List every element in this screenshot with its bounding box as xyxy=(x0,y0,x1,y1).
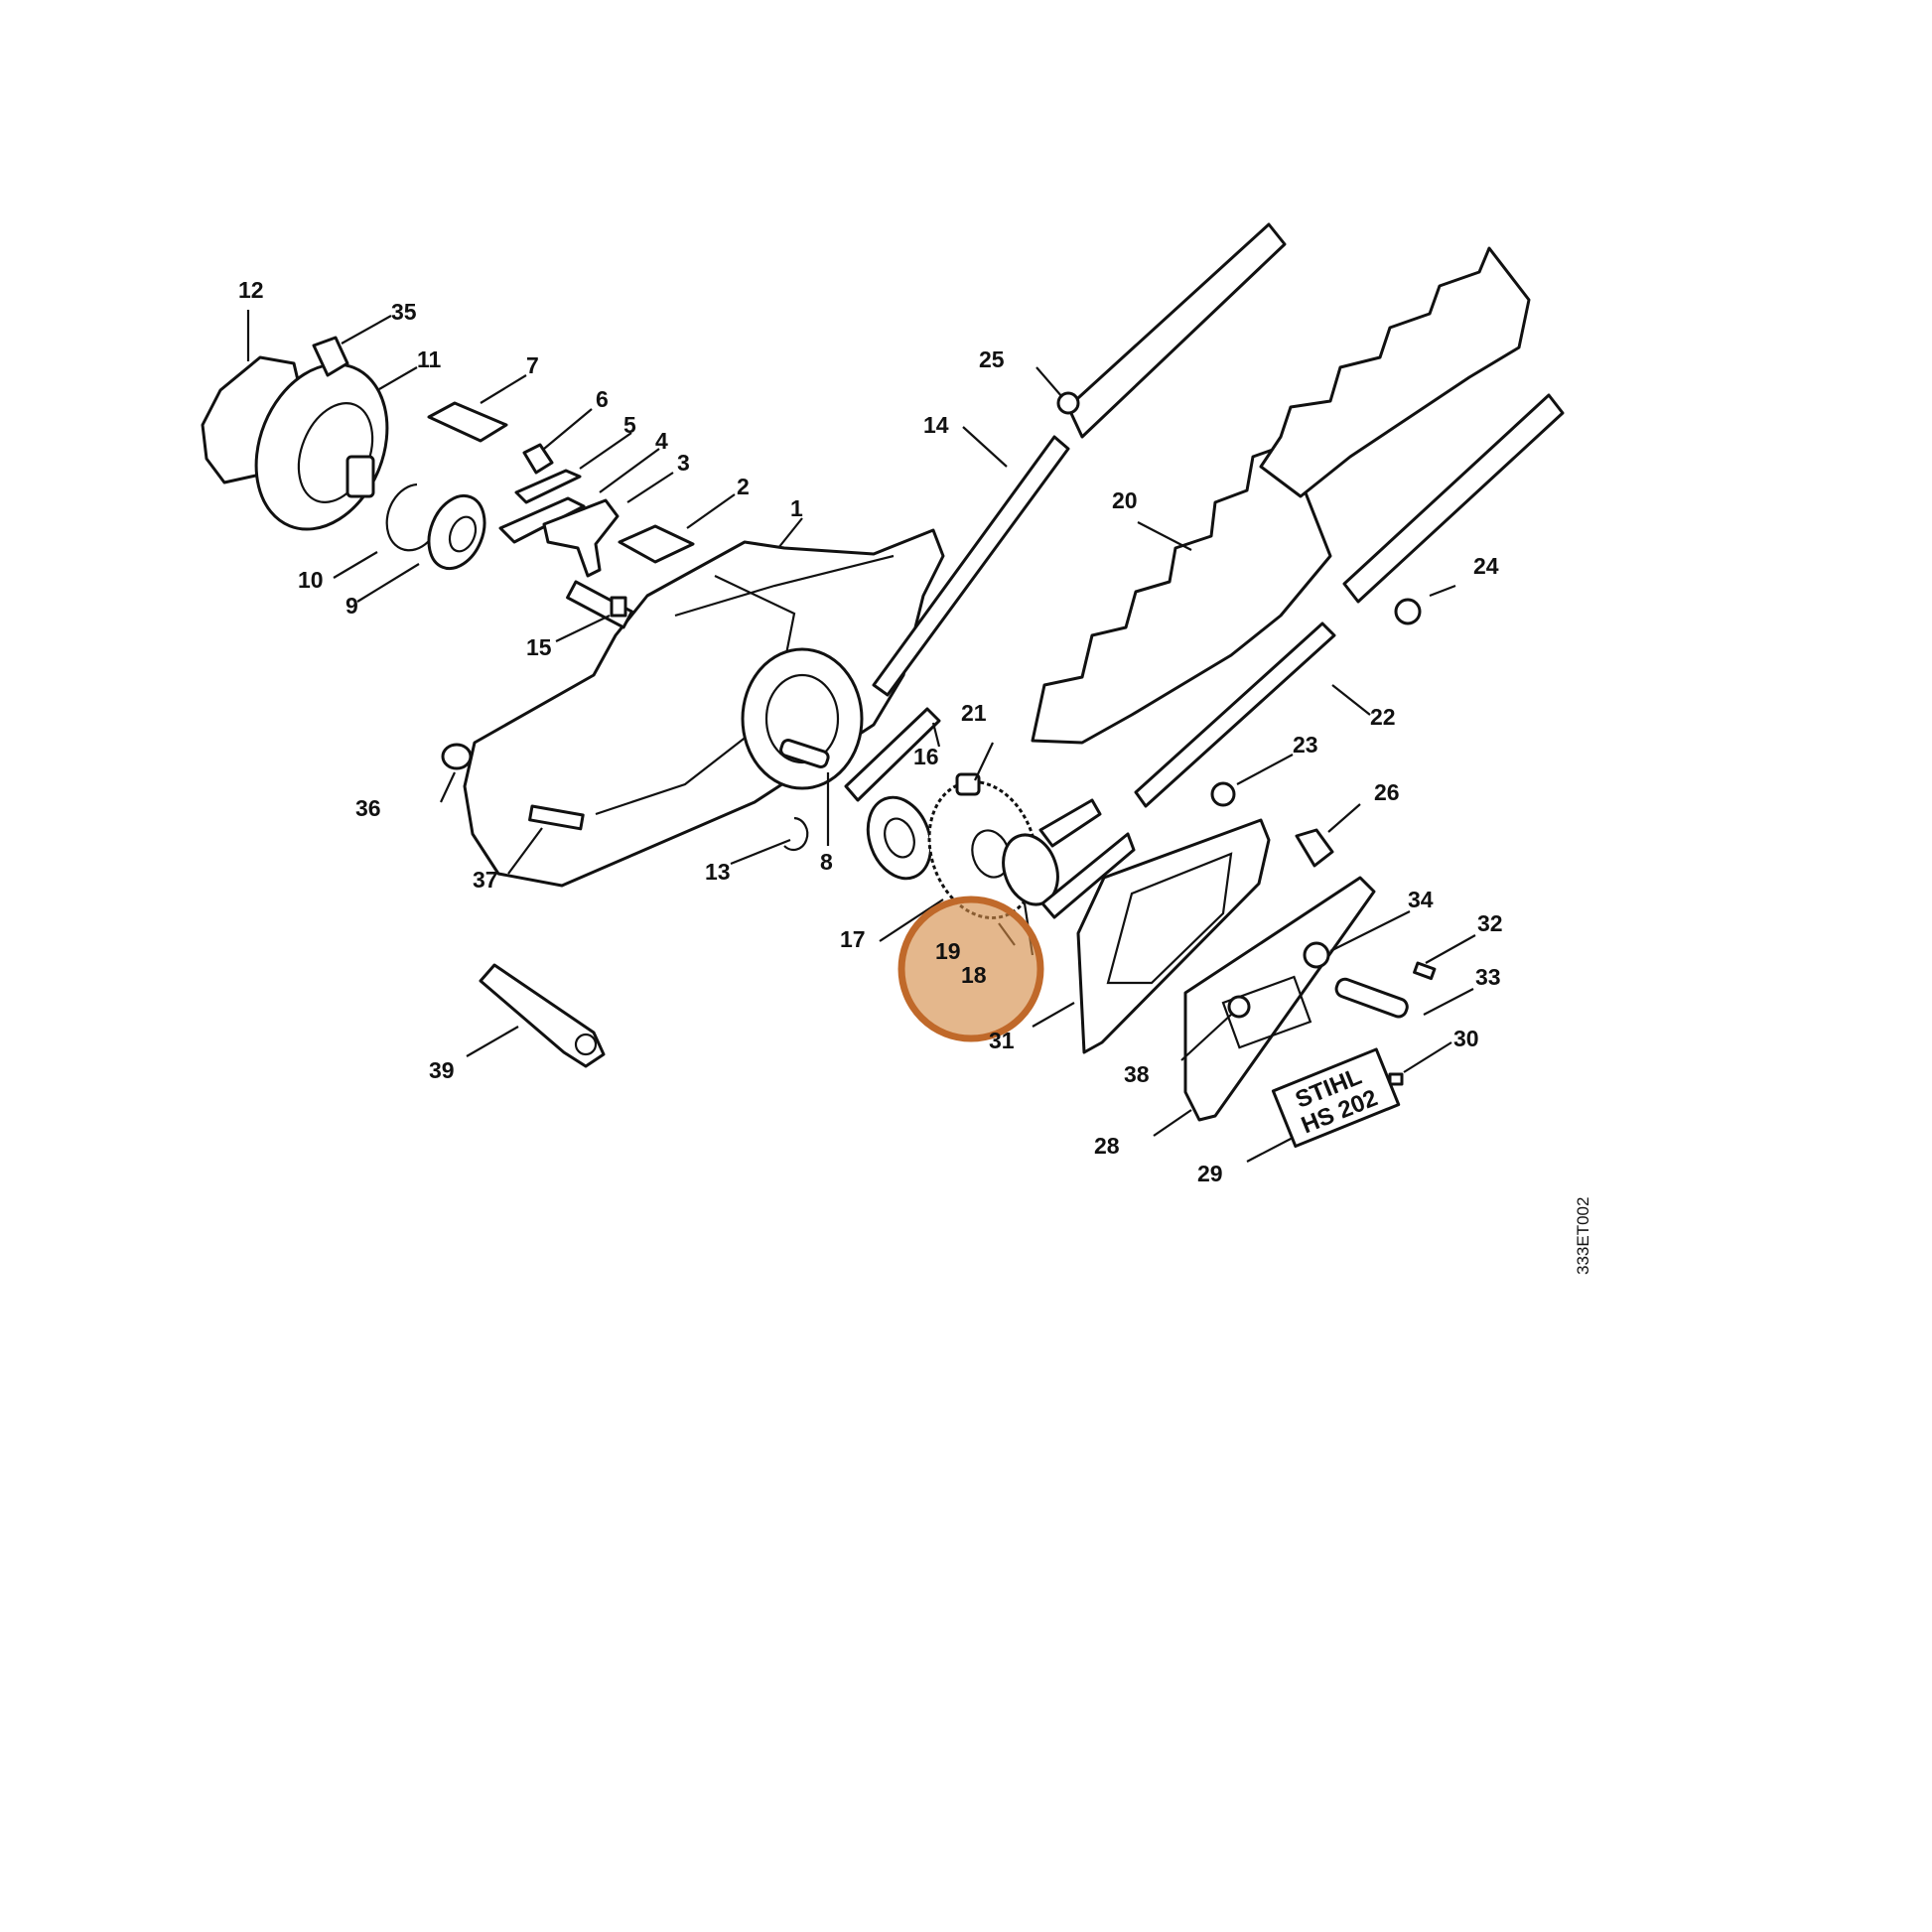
part-35-sleeve xyxy=(312,336,349,377)
part-20-cutter-blade xyxy=(1031,443,1332,745)
part-33-pin xyxy=(1334,977,1409,1019)
callout-3: 3 xyxy=(677,450,690,476)
part-22-blade-bar xyxy=(1134,621,1336,808)
part-38-plug xyxy=(1227,995,1251,1019)
part-30-screw xyxy=(1388,1072,1404,1086)
part-2-pad xyxy=(618,524,695,564)
callout-labels: 1 2 3 4 5 6 7 8 9 10 11 12 13 14 15 16 1… xyxy=(238,277,1503,1186)
callout-6: 6 xyxy=(596,386,609,412)
callout-5: 5 xyxy=(623,412,636,438)
part-8-shaft xyxy=(779,739,830,768)
callout-28: 28 xyxy=(1094,1133,1120,1159)
callout-35: 35 xyxy=(391,299,417,325)
callout-32: 32 xyxy=(1477,910,1503,936)
part-31-gasket xyxy=(1076,818,1271,1054)
callout-21: 21 xyxy=(961,700,987,726)
part-26-slider xyxy=(1295,828,1334,868)
part-21-washer xyxy=(955,772,981,796)
part-1-gear-housing xyxy=(463,528,945,888)
part-15-screw xyxy=(610,596,627,618)
callout-11: 11 xyxy=(417,346,442,372)
callout-18: 18 xyxy=(961,962,987,988)
part-3-lever xyxy=(542,498,620,578)
callout-36: 36 xyxy=(355,795,381,821)
callout-14: 14 xyxy=(923,412,949,438)
part-6-pin xyxy=(522,443,554,475)
callout-37: 37 xyxy=(473,867,498,893)
callout-31: 31 xyxy=(989,1028,1015,1053)
part-5-plate xyxy=(514,469,582,504)
callout-20: 20 xyxy=(1112,487,1138,513)
part-23-bolt xyxy=(1210,781,1236,807)
callout-15: 15 xyxy=(526,634,552,660)
part-37-bolt xyxy=(528,804,585,831)
callout-10: 10 xyxy=(298,567,324,593)
callout-7: 7 xyxy=(526,352,539,378)
part-16-plate xyxy=(844,707,941,802)
callout-2: 2 xyxy=(737,474,750,499)
part-24-bolt xyxy=(1394,598,1422,625)
callout-26: 26 xyxy=(1374,779,1400,805)
callout-23: 23 xyxy=(1293,732,1318,758)
callout-1: 1 xyxy=(790,495,803,521)
part-4-lever xyxy=(498,496,586,544)
part-13-circlip xyxy=(783,816,809,852)
part-28-cover xyxy=(1183,876,1376,1122)
part-17-eccentric xyxy=(866,795,933,881)
callout-13: 13 xyxy=(705,859,731,885)
callout-33: 33 xyxy=(1475,964,1501,990)
exploded-view-parts: STIHL HS 202 xyxy=(201,222,1565,1149)
callout-38: 38 xyxy=(1124,1061,1150,1087)
part-10-circlip xyxy=(385,483,434,552)
drawing-code: 333ET002 xyxy=(1574,1197,1592,1275)
callout-16: 16 xyxy=(913,744,939,769)
callout-34: 34 xyxy=(1408,887,1434,912)
callout-17: 17 xyxy=(840,926,866,952)
part-29-brand-plate: STIHL HS 202 xyxy=(1271,1047,1401,1149)
callout-25: 25 xyxy=(979,346,1005,372)
part-7-pad xyxy=(427,401,508,443)
callout-39: 39 xyxy=(429,1057,455,1083)
part-9-bearing xyxy=(427,493,486,571)
callout-19: 19 xyxy=(935,938,961,964)
part-39-socket-wrench xyxy=(479,963,606,1068)
callout-12: 12 xyxy=(238,277,264,303)
part-34-washer xyxy=(1303,941,1330,969)
callout-4: 4 xyxy=(655,428,668,454)
callout-9: 9 xyxy=(345,593,358,619)
highlight-circle xyxy=(897,896,1044,1042)
callout-30: 30 xyxy=(1453,1026,1479,1051)
callout-29: 29 xyxy=(1197,1161,1223,1186)
part-36-sleeve xyxy=(441,743,473,770)
part-14-guide-bar xyxy=(872,435,1070,697)
callout-24: 24 xyxy=(1473,553,1499,579)
part-32-screw xyxy=(1413,961,1437,981)
callout-22: 22 xyxy=(1370,704,1396,730)
callout-8: 8 xyxy=(820,849,833,875)
part-25-bolt xyxy=(1056,391,1080,415)
